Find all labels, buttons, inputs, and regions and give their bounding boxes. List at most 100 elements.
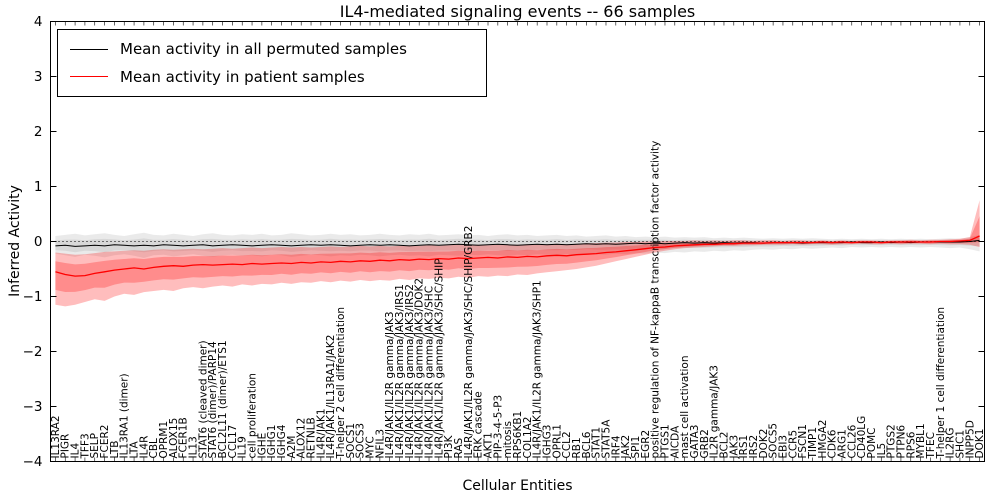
x-tick-label: DOK1 bbox=[974, 429, 986, 459]
x-tick-label: BCL6 bbox=[581, 431, 593, 458]
x-tick-label: IL2RG bbox=[945, 427, 957, 458]
x-tick-label: OPRM1 bbox=[158, 421, 170, 459]
y-axis-label: Inferred Activity bbox=[7, 185, 23, 297]
x-tick-label: IL4R/JAK1 bbox=[315, 408, 327, 458]
legend-label-patient: Mean activity in patient samples bbox=[120, 67, 365, 86]
y-tick-label: 1 bbox=[34, 179, 43, 195]
x-tick-label: IL4R/JAK1/IL2R gamma/JAK3/SHC/SHIP/GRB2 bbox=[463, 226, 475, 459]
x-tick-label: RB1 bbox=[571, 437, 583, 458]
x-tick-label: SHC1 bbox=[954, 430, 966, 459]
x-tick-label: TIMP1 bbox=[807, 427, 819, 460]
x-tick-label: AKT1 bbox=[483, 432, 495, 458]
x-tick-label: EGR2 bbox=[640, 430, 652, 459]
y-tick-label: −2 bbox=[23, 344, 43, 360]
x-tick-label: SELP bbox=[89, 433, 101, 458]
y-tick-label: 0 bbox=[34, 234, 43, 250]
x-tick-label: PTPN6 bbox=[895, 425, 907, 459]
x-tick-label: STAT1 bbox=[591, 427, 603, 459]
x-tick-label: TFF3 bbox=[79, 433, 91, 459]
x-tick-label: ALOX15 bbox=[168, 418, 180, 459]
x-tick-label: IL19 bbox=[237, 436, 249, 458]
x-tick-label: MYC bbox=[365, 436, 377, 458]
x-tick-label: CCL2 bbox=[561, 431, 573, 458]
x-tick-label: FCER2 bbox=[99, 425, 111, 459]
chart-title: IL4-mediated signaling events -- 66 samp… bbox=[339, 2, 696, 21]
x-tick-label: CCL26 bbox=[846, 424, 858, 458]
x-tick-label: RETNLB bbox=[306, 417, 318, 458]
x-tick-label: BCL2 bbox=[718, 432, 730, 459]
x-tick-label: SOCS5 bbox=[768, 423, 780, 459]
legend-label-permuted: Mean activity in all permuted samples bbox=[120, 40, 407, 58]
x-tick-label: IGHG4 bbox=[276, 424, 288, 458]
x-tick-label: mast cell activation bbox=[679, 356, 691, 459]
x-tick-label: FCER1B bbox=[178, 417, 190, 458]
legend: Mean activity in all permuted samples Me… bbox=[57, 29, 487, 97]
x-tick-label: IL4R/JAK1/IL2R gamma/JAK3/SHP1 bbox=[532, 280, 544, 458]
y-tick-label: −3 bbox=[23, 399, 43, 415]
x-tick-label: IL13RA2 bbox=[50, 415, 62, 458]
x-tick-label: JAK3 bbox=[728, 435, 740, 460]
x-tick-label: AICDA bbox=[669, 425, 681, 459]
x-tick-label: A2M bbox=[286, 436, 298, 459]
x-tick-label: IL4R/JAK1/IL2R gamma/JAK3/SHC bbox=[424, 286, 436, 459]
x-tick-label: GRB2 bbox=[699, 429, 711, 458]
x-tick-label: mitosis bbox=[502, 421, 514, 459]
x-tick-label: IL4R/JAK1/IL13RA1/JAK2 bbox=[325, 335, 337, 459]
x-tick-label: CCR5 bbox=[787, 430, 799, 459]
x-axis-label: Cellular Entities bbox=[462, 478, 573, 494]
x-tick-label: STAT6 (cleaved dimer) bbox=[197, 340, 209, 458]
x-tick-label: RPS6KB1 bbox=[512, 411, 524, 459]
x-tick-label: IL4R/JAK1/IL2R gamma/JAK3 bbox=[384, 311, 396, 458]
x-tick-label: BCL2L11 (dimer)/ETS1 bbox=[217, 340, 229, 458]
x-tick-label: IL2R gamma/JAK3 bbox=[709, 365, 721, 458]
x-tick-label: MYBL1 bbox=[915, 423, 927, 458]
x-tick-label: PTGS2 bbox=[886, 424, 898, 458]
x-tick-label: ALOX12 bbox=[296, 418, 308, 459]
x-tick-label: cell proliferation bbox=[247, 373, 259, 458]
x-tick-label: INPP5D bbox=[964, 420, 976, 458]
x-tick-label: IRS1 bbox=[738, 435, 750, 459]
x-tick-label: EBI3 bbox=[777, 435, 789, 459]
x-tick-label: T-helper 1 cell differentiation bbox=[935, 307, 947, 460]
x-tick-label: COL1A2 bbox=[522, 417, 534, 459]
x-tick-label: IL4R/JAK1/IL2R gamma/JAK3/IRS2 bbox=[404, 284, 416, 458]
x-tick-label: GATA3 bbox=[689, 425, 701, 459]
x-tick-label: SPI1 bbox=[630, 436, 642, 459]
legend-entry-permuted: Mean activity in all permuted samples bbox=[70, 41, 468, 58]
x-tick-label: STAT5A bbox=[600, 419, 612, 459]
x-tick-label: OPRL1 bbox=[551, 424, 563, 458]
x-tick-label: PIP-3-4-5-P3 bbox=[492, 395, 504, 459]
x-tick-label: IL13RA1 (dimer) bbox=[119, 373, 131, 458]
patient-mean-line bbox=[55, 235, 980, 277]
x-tick-label: LTB bbox=[109, 440, 121, 458]
x-tick-label: CDK6 bbox=[827, 429, 839, 458]
x-tick-label: IL5 bbox=[876, 443, 888, 459]
x-tick-label: SOCS3 bbox=[355, 423, 367, 459]
x-tick-label: ARG1 bbox=[836, 429, 848, 458]
x-tick-label: CCL17 bbox=[227, 425, 239, 459]
x-tick-label: IGHG1 bbox=[266, 425, 278, 459]
x-tick-label: positive regulation of NF-kappaB transcr… bbox=[650, 141, 662, 459]
x-tick-label: CBL bbox=[148, 438, 160, 459]
y-tick-label: 4 bbox=[34, 14, 43, 30]
x-tick-label: POMC bbox=[866, 428, 878, 459]
x-tick-label: RPS6 bbox=[905, 431, 917, 458]
x-tick-label: IGHG3 bbox=[541, 425, 553, 459]
x-tick-label: HMGA2 bbox=[817, 420, 829, 459]
x-tick-label: PI3K bbox=[443, 434, 455, 458]
legend-line-swatch-black bbox=[70, 48, 108, 50]
x-tick-label: JAK2 bbox=[620, 435, 632, 460]
legend-entry-patient: Mean activity in patient samples bbox=[70, 67, 468, 86]
x-tick-label: IL4 bbox=[70, 443, 82, 459]
x-tick-label: IL13 bbox=[188, 436, 200, 458]
y-tick-label: −4 bbox=[23, 454, 43, 470]
y-tick-label: −1 bbox=[23, 289, 43, 305]
x-tick-label: PIGR bbox=[60, 434, 72, 459]
x-tick-label: LTA bbox=[129, 440, 141, 458]
x-tick-label: SOCS1 bbox=[345, 423, 357, 459]
x-tick-label: PTGS1 bbox=[659, 424, 671, 458]
x-tick-label: CD40LG bbox=[856, 416, 868, 459]
x-tick-label: NFIL3 bbox=[374, 429, 386, 459]
